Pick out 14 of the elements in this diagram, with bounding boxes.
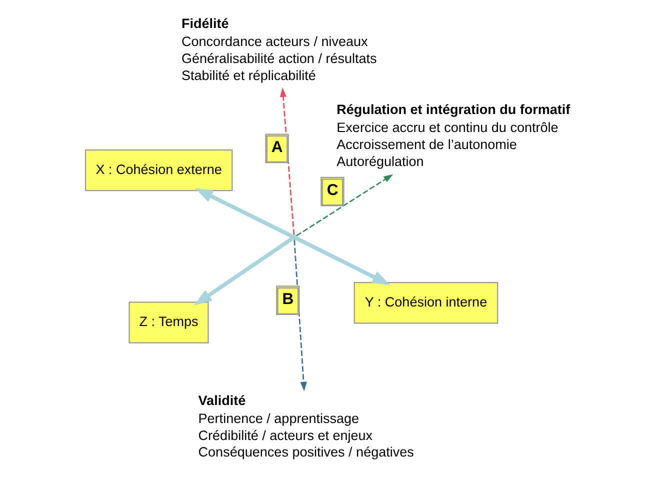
arrow: [296, 174, 393, 236]
arrow: [193, 237, 293, 306]
node-text: Validité Pertinence / apprentissage Crédibilité / acteurs et enjeux Conséquences positives / négatives: [198, 392, 414, 460]
arrow: [194, 188, 292, 238]
arrow: [295, 236, 390, 286]
node-text: Fidélité Concordance acteurs / niveaux Généralisabilité action / résultats Stabilité et réplicabilité: [180, 16, 376, 84]
node-text: Régulation et intégration du formatif Exercice accru et continu du contrôle Accroissement de l’autonomie Autorégulation: [336, 102, 570, 169]
node-box: X : Cohésion externe: [84, 149, 232, 192]
node-circle: [290, 234, 297, 240]
edge-label: A: [270, 139, 282, 156]
edge-label: B: [282, 290, 294, 308]
node-box: Y : Cohésion interne: [353, 282, 498, 324]
node-box: Z : Temps: [128, 302, 208, 344]
edge-label: C: [326, 182, 338, 200]
